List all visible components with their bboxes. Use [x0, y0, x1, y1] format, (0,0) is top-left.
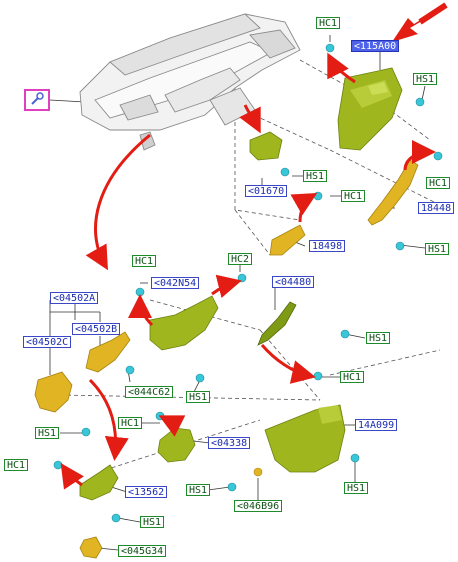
label-115a00[interactable]: <115A00: [351, 40, 400, 52]
dashboard-assembly[interactable]: [79, 13, 301, 151]
arrow-04480-to-hc1: [260, 344, 316, 384]
part-042n54[interactable]: [149, 295, 219, 351]
label-13562[interactable]: <13562: [125, 486, 168, 498]
label-044c62[interactable]: <044C62: [125, 386, 174, 398]
clip-hc1-top: [325, 43, 335, 53]
part-18448[interactable]: [367, 159, 419, 226]
arrow-13562-to-hc1: [60, 463, 84, 490]
part-14a099[interactable]: [264, 404, 346, 473]
arrow-115a00-to-hc1: [327, 52, 356, 84]
part-01670[interactable]: [249, 131, 283, 161]
label-14a099[interactable]: 14A099: [355, 419, 398, 431]
clip-hs1-left: [81, 427, 91, 437]
magnify-tool-icon[interactable]: [24, 89, 50, 111]
label-hs1-left[interactable]: HS1: [35, 427, 60, 439]
clip-hs1-bottom: [111, 513, 121, 523]
clip-hs1-bottom-right: [350, 453, 360, 463]
part-18498[interactable]: [269, 224, 306, 256]
red-arrows: [60, 52, 436, 490]
label-hc1-center[interactable]: HC1: [340, 371, 365, 383]
label-hc1-left2[interactable]: HC1: [4, 459, 29, 471]
label-hs1-mid[interactable]: HS1: [303, 170, 328, 182]
clip-hs1-right: [395, 241, 405, 251]
part-04502b[interactable]: [85, 331, 131, 373]
part-115a00[interactable]: [337, 67, 403, 151]
arrow-to-hc2: [211, 274, 242, 299]
arrow-04502-to-13562: [88, 378, 129, 461]
clip-hc1-mid2: [155, 411, 165, 421]
part-04338[interactable]: [157, 427, 196, 463]
label-hs1-center[interactable]: HS1: [366, 332, 391, 344]
clip-044c62: [125, 365, 135, 375]
clip-hs1-cm: [195, 373, 205, 383]
label-04502c[interactable]: <04502C: [23, 336, 72, 348]
label-hc1-top[interactable]: HC1: [316, 17, 341, 29]
label-04502b[interactable]: <04502B: [72, 323, 121, 335]
solid-leaders: [49, 35, 426, 551]
clip-046b96: [253, 467, 263, 477]
clip-hs1-top: [415, 97, 425, 107]
clip-hs1-mid: [280, 167, 290, 177]
part-04480[interactable]: [257, 301, 297, 346]
red-callout-arrow-icon: [392, 2, 448, 42]
part-13562[interactable]: [79, 464, 119, 501]
clip-hc1-right: [433, 151, 443, 161]
label-hs1-bl[interactable]: HS1: [186, 484, 211, 496]
clip-hs1-center: [340, 329, 350, 339]
label-hs1-cm[interactable]: HS1: [186, 391, 211, 403]
label-hs1-right[interactable]: HS1: [425, 243, 450, 255]
label-hs1-bottom[interactable]: HS1: [140, 516, 165, 528]
label-01670[interactable]: <01670: [245, 185, 288, 197]
clip-hc2: [237, 273, 247, 283]
label-18498[interactable]: 18498: [309, 240, 346, 252]
label-04338[interactable]: <04338: [208, 437, 251, 449]
label-hc1-left[interactable]: HC1: [132, 255, 157, 267]
label-045g34[interactable]: <045G34: [118, 545, 167, 557]
arrow-dash-to-04502: [85, 133, 151, 271]
arrow-04338-to-hc1: [158, 415, 186, 437]
label-hs1-bottom-right[interactable]: HS1: [344, 482, 369, 494]
label-hc2[interactable]: HC2: [228, 253, 253, 265]
part-045g34[interactable]: [79, 536, 103, 559]
arrow-to-18448-clip: [403, 140, 436, 171]
label-hc1-right[interactable]: HC1: [426, 177, 451, 189]
clip-hc1-mid: [313, 191, 323, 201]
arrow-to-01670: [239, 104, 261, 134]
label-046b96[interactable]: <046B96: [234, 500, 283, 512]
clip-hc1-left2: [53, 460, 63, 470]
label-hc1-mid2[interactable]: HC1: [118, 417, 143, 429]
clip-hc1-left: [135, 287, 145, 297]
label-hc1-mid[interactable]: HC1: [341, 190, 366, 202]
label-hs1-top[interactable]: HS1: [413, 73, 438, 85]
part-04502c[interactable]: [34, 371, 73, 413]
label-04502a[interactable]: <04502A: [50, 292, 99, 304]
label-18448[interactable]: 18448: [418, 202, 455, 214]
clip-hs1-bl: [227, 482, 237, 492]
label-04480[interactable]: <04480: [272, 276, 315, 288]
clip-hc1-center: [313, 371, 323, 381]
label-042n54[interactable]: <042N54: [151, 277, 200, 289]
arrow-042n54-to-hc1: [128, 294, 154, 327]
arrow-18498-to-hc1: [290, 193, 318, 223]
